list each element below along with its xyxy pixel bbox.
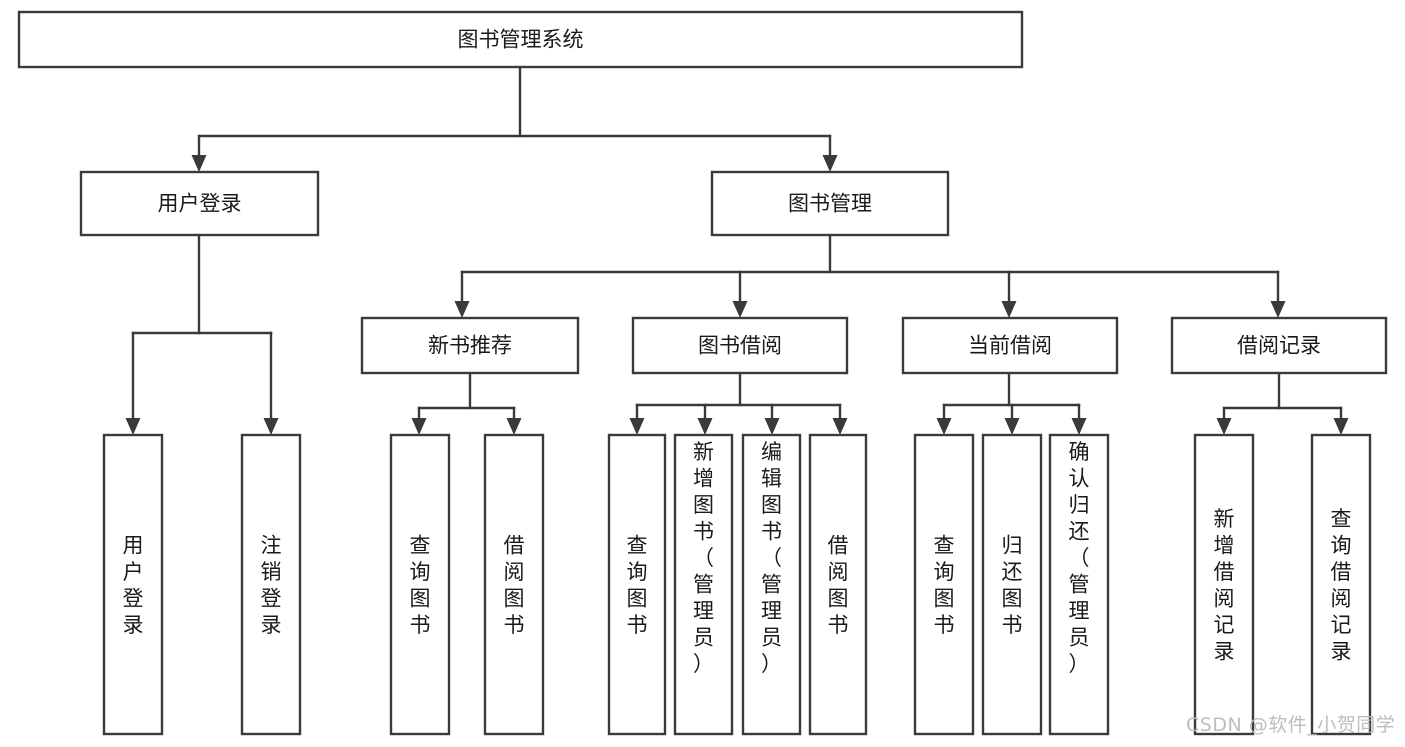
- node-box-leaf[interactable]: [913, 433, 975, 736]
- arrow-head-icon: [697, 418, 713, 435]
- node-box-level1[interactable]: [710, 170, 950, 237]
- arrow-head-icon: [936, 418, 952, 435]
- arrow-head-icon: [1333, 418, 1349, 435]
- node-box-level2[interactable]: [901, 316, 1119, 375]
- arrow-head-icon: [454, 301, 470, 318]
- node-box-root[interactable]: [17, 10, 1024, 69]
- arrow-head-icon: [1216, 418, 1232, 435]
- connector-root-to-level1: [191, 65, 838, 172]
- arrow-head-icon: [1004, 418, 1020, 435]
- arrow-head-icon: [411, 418, 427, 435]
- arrow-head-icon: [506, 418, 522, 435]
- node-label: 确认归还（管理员）: [1069, 440, 1090, 676]
- arrow-head-icon: [191, 155, 207, 172]
- node-box-leaf[interactable]: [240, 433, 302, 736]
- node-leaf-query-book-1[interactable]: 查询图书: [389, 433, 451, 736]
- node-leaf-add-book[interactable]: 新增图书（管理员）: [673, 433, 734, 736]
- nodes-layer: 图书管理系统用户登录图书管理新书推荐图书借阅当前借阅借阅记录用户登录注销登录查询…: [17, 10, 1388, 736]
- node-label: 查询图书: [934, 534, 955, 638]
- node-root[interactable]: 图书管理系统: [17, 10, 1024, 69]
- node-leaf-borrow-book-2[interactable]: 借阅图书: [808, 433, 868, 736]
- node-new-book-rec[interactable]: 新书推荐: [360, 316, 580, 375]
- node-label: 图书借阅: [698, 334, 782, 358]
- arrow-head-icon: [764, 418, 780, 435]
- node-box-level2[interactable]: [360, 316, 580, 375]
- node-box-leaf[interactable]: [1048, 433, 1110, 736]
- node-label: 新增图书（管理员）: [693, 440, 714, 676]
- node-box-leaf[interactable]: [1310, 433, 1372, 736]
- connector-bookmanage-to-level2: [454, 233, 1286, 318]
- node-label: 新增借阅记录: [1214, 507, 1235, 664]
- node-current-borrow[interactable]: 当前借阅: [901, 316, 1119, 375]
- connectors-layer: [125, 65, 1349, 435]
- node-label: 查询借阅记录: [1331, 507, 1352, 664]
- node-leaf-query-record[interactable]: 查询借阅记录: [1310, 433, 1372, 736]
- arrow-head-icon: [1001, 301, 1017, 318]
- node-box-leaf[interactable]: [389, 433, 451, 736]
- node-box-leaf[interactable]: [808, 433, 868, 736]
- node-borrow-record[interactable]: 借阅记录: [1170, 316, 1388, 375]
- node-leaf-query-book-2[interactable]: 查询图书: [607, 433, 667, 736]
- node-label: 图书管理: [788, 192, 872, 216]
- connector-userlogin-to-leaves: [125, 233, 279, 435]
- arrow-head-icon: [263, 418, 279, 435]
- node-book-manage[interactable]: 图书管理: [710, 170, 950, 237]
- node-box-level2[interactable]: [1170, 316, 1388, 375]
- node-label: 归还图书: [1002, 534, 1023, 638]
- node-label: 用户登录: [158, 192, 242, 216]
- node-label: 借阅图书: [504, 534, 525, 638]
- node-label: 借阅图书: [828, 534, 849, 638]
- arrow-head-icon: [1071, 418, 1087, 435]
- node-box-leaf[interactable]: [673, 433, 734, 736]
- node-leaf-user-login[interactable]: 用户登录: [102, 433, 164, 736]
- node-leaf-confirm-return[interactable]: 确认归还（管理员）: [1048, 433, 1110, 736]
- node-box-leaf[interactable]: [483, 433, 545, 736]
- node-label: 查询图书: [410, 534, 431, 638]
- node-leaf-query-book-3[interactable]: 查询图书: [913, 433, 975, 736]
- csdn-watermark: CSDN @软件_小贺同学: [1186, 714, 1396, 736]
- arrow-head-icon: [832, 418, 848, 435]
- node-leaf-borrow-book-1[interactable]: 借阅图书: [483, 433, 545, 736]
- connector-newbookrec-to-leaves: [411, 371, 522, 435]
- node-box-leaf[interactable]: [741, 433, 802, 736]
- node-box-leaf[interactable]: [102, 433, 164, 736]
- node-label: 注销登录: [261, 534, 282, 638]
- node-box-leaf[interactable]: [981, 433, 1043, 736]
- arrow-head-icon: [732, 301, 748, 318]
- arrow-head-icon: [125, 418, 141, 435]
- node-leaf-return-book[interactable]: 归还图书: [981, 433, 1043, 736]
- node-box-leaf[interactable]: [607, 433, 667, 736]
- node-label: 当前借阅: [968, 334, 1052, 358]
- node-label: 用户登录: [123, 534, 144, 638]
- node-leaf-user-logout[interactable]: 注销登录: [240, 433, 302, 736]
- arrow-head-icon: [629, 418, 645, 435]
- node-box-level1[interactable]: [79, 170, 320, 237]
- connector-bookborrow-to-leaves: [629, 371, 848, 435]
- node-leaf-add-record[interactable]: 新增借阅记录: [1193, 433, 1255, 736]
- connector-currentborrow-to-leaves: [936, 371, 1087, 435]
- node-label: 编辑图书（管理员）: [761, 440, 782, 676]
- node-book-borrow[interactable]: 图书借阅: [631, 316, 849, 375]
- node-leaf-edit-book[interactable]: 编辑图书（管理员）: [741, 433, 802, 736]
- node-label: 查询图书: [627, 534, 648, 638]
- node-label: 图书管理系统: [458, 28, 584, 52]
- arrow-head-icon: [822, 155, 838, 172]
- node-label: 借阅记录: [1237, 334, 1321, 358]
- node-box-level2[interactable]: [631, 316, 849, 375]
- connector-borrowrecord-to-leaves: [1216, 371, 1349, 435]
- node-user-login[interactable]: 用户登录: [79, 170, 320, 237]
- node-label: 新书推荐: [428, 334, 512, 358]
- arrow-head-icon: [1270, 301, 1286, 318]
- node-box-leaf[interactable]: [1193, 433, 1255, 736]
